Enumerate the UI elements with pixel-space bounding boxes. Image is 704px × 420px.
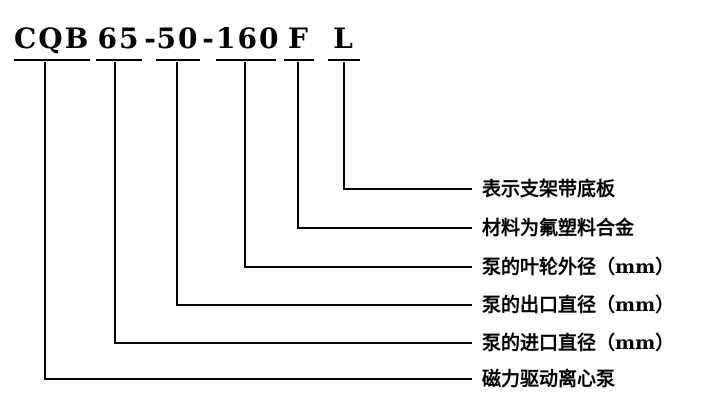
callout-label-outlet: 泵的出口直径（mm）: [482, 294, 675, 316]
callout-label-bracket: 表示支架带底板: [482, 178, 616, 200]
callout-line-horizontal-bracket: [343, 188, 472, 190]
model-code-segment-impeller: 160: [216, 22, 278, 61]
callout-label-inlet: 泵的进口直径（mm）: [482, 332, 675, 354]
callout-label-material: 材料为氟塑料合金: [482, 217, 635, 239]
model-code-separator: -: [144, 22, 156, 55]
model-code-segment-bracket: L: [328, 22, 360, 61]
model-code-segment-outlet: 50: [156, 22, 200, 61]
callout-line-vertical-outlet: [176, 62, 178, 306]
callout-label-impeller: 泵的叶轮外径（mm）: [482, 256, 675, 278]
callout-line-vertical-bracket: [343, 62, 345, 190]
callout-line-horizontal-outlet: [176, 304, 472, 306]
callout-line-vertical-material: [297, 62, 299, 229]
model-code-segment-inlet: 65: [96, 22, 142, 61]
callout-line-vertical-impeller: [244, 62, 246, 268]
callout-line-horizontal-material: [297, 227, 472, 229]
model-code-segment-material: F: [284, 22, 314, 61]
callout-label-cqb: 磁力驱动离心泵: [482, 368, 616, 390]
model-code-segment-cqb: CQB: [14, 22, 90, 61]
callout-line-horizontal-cqb: [44, 378, 472, 380]
callout-line-horizontal-inlet: [114, 342, 472, 344]
callout-line-vertical-cqb: [44, 62, 46, 380]
callout-line-horizontal-impeller: [244, 266, 472, 268]
callout-line-vertical-inlet: [114, 62, 116, 344]
model-code-separator: -: [202, 22, 214, 55]
